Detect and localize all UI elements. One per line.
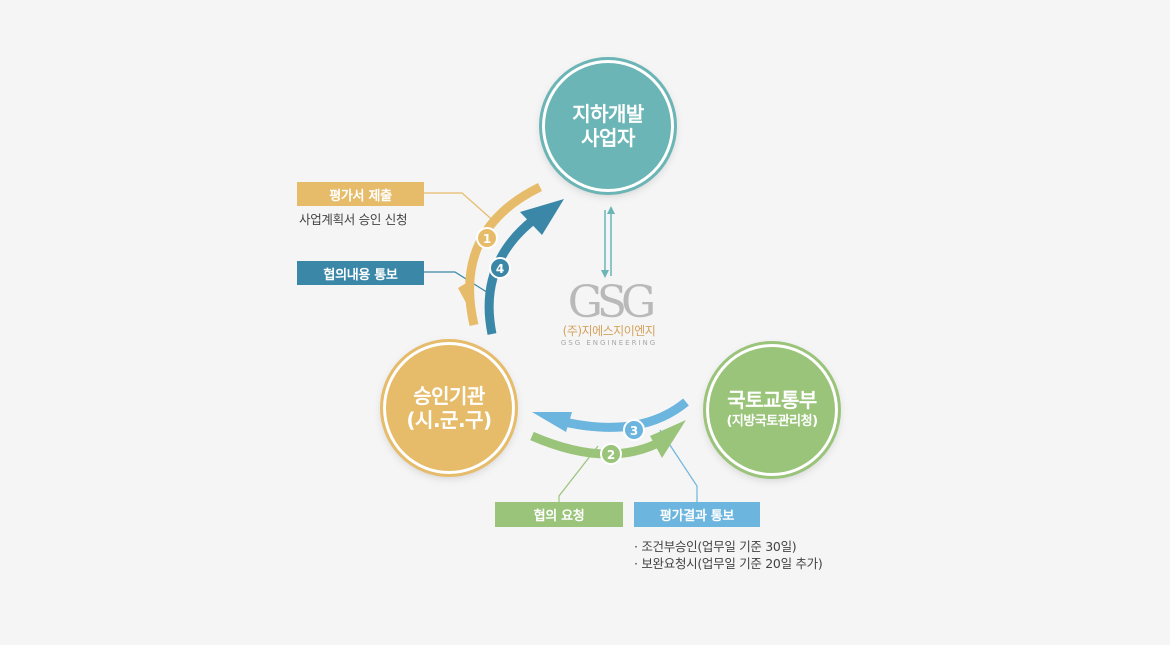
arrow-notify-head xyxy=(520,199,564,235)
logo-name-en: GSG ENGINEERING xyxy=(560,339,658,347)
label-request: 협의 요청 xyxy=(495,502,623,527)
company-logo: GSG (주)지에스지이엔지 GSG ENGINEERING xyxy=(552,277,666,348)
label-submit-sub: 사업계획서 승인 신청 xyxy=(299,212,408,227)
node-authority: 승인기관 (시.군.구) xyxy=(380,339,518,477)
arrow-result xyxy=(558,398,689,432)
node-ministry-line1: 국토교통부 xyxy=(727,388,817,412)
arrow-request xyxy=(530,431,667,459)
connector-request xyxy=(558,445,599,502)
step-badge-2: 2 xyxy=(600,443,622,465)
step-badge-3: 3 xyxy=(623,419,645,441)
label-submit: 평가서 제출 xyxy=(297,182,424,206)
center-arrow-down-head xyxy=(601,270,609,278)
result-note-1: · 조건부승인(업무일 기준 30일) xyxy=(634,539,797,554)
label-notify: 협의내용 통보 xyxy=(297,261,424,285)
result-note-2: · 보완요청시(업무일 기준 20일 추가) xyxy=(634,556,823,571)
step-number-4: 4 xyxy=(496,262,504,276)
connector-submit xyxy=(424,192,498,225)
step-number-3: 3 xyxy=(630,424,638,438)
connector-result xyxy=(659,429,698,502)
arrow-submit-tail xyxy=(458,282,478,325)
node-authority-line2: (시.군.구) xyxy=(406,408,492,432)
arrow-request-head xyxy=(650,420,686,458)
logo-name-ko: (주)지에스지이엔지 xyxy=(562,324,656,338)
node-developer-line1: 지하개발 xyxy=(572,102,644,126)
node-ministry: 국토교통부 (지방국토관리청) xyxy=(703,341,841,479)
node-developer-line2: 사업자 xyxy=(581,126,635,150)
label-result: 평가결과 통보 xyxy=(634,502,760,527)
node-developer: 지하개발 사업자 xyxy=(539,57,677,195)
node-authority-line1: 승인기관 xyxy=(413,384,485,408)
connector-notify xyxy=(424,271,494,297)
step-badge-4: 4 xyxy=(489,257,511,279)
step-number-1: 1 xyxy=(483,232,491,246)
step-number-2: 2 xyxy=(607,448,615,462)
step-badge-1: 1 xyxy=(476,227,498,249)
logo-mark: GSG xyxy=(567,277,656,328)
center-arrow-up-head xyxy=(607,206,615,214)
arrow-result-head xyxy=(532,412,572,432)
node-ministry-line2: (지방국토관리청) xyxy=(726,414,818,429)
